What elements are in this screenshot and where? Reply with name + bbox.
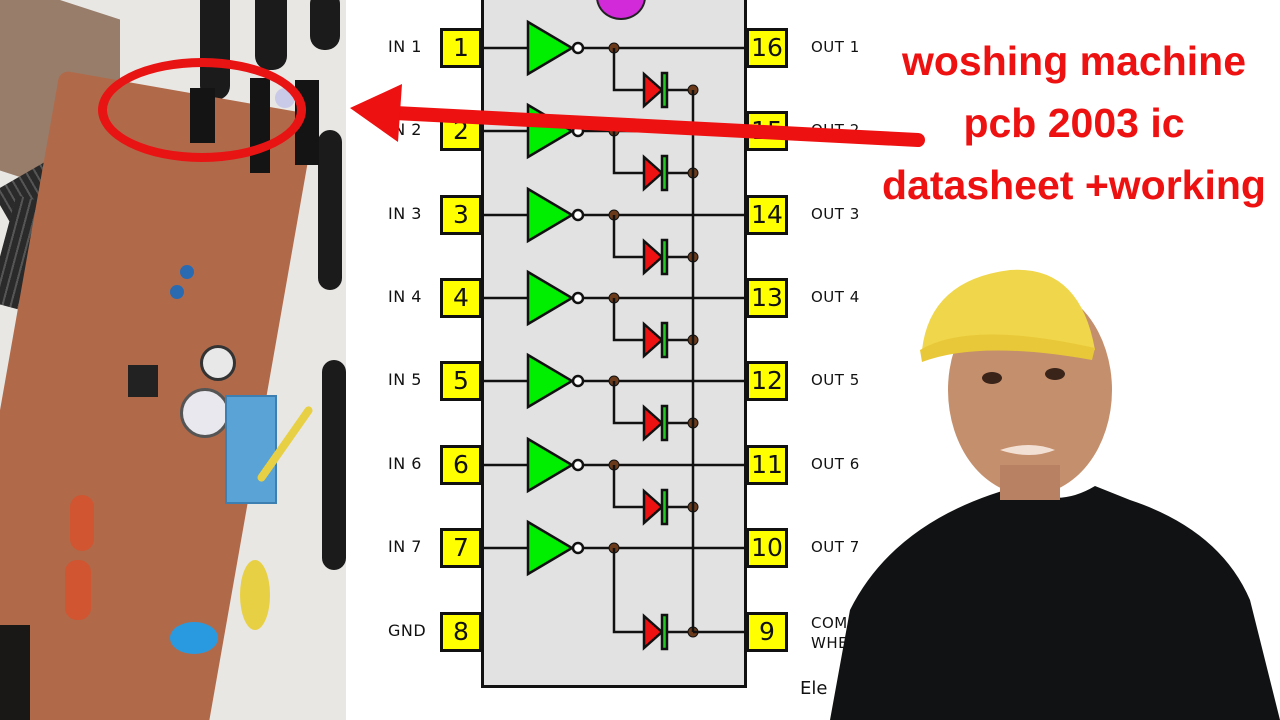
pin-8: 8: [440, 612, 482, 652]
pin-3: 3: [440, 195, 482, 235]
buffer-icon: [526, 519, 575, 577]
footer-text: Ele: [800, 678, 828, 699]
pcb-photo: [0, 0, 346, 720]
pin-4: 4: [440, 278, 482, 318]
diode-icon: [642, 613, 664, 651]
internal-circuit: [482, 19, 747, 651]
pin-12: 12: [746, 361, 788, 401]
pin-6: 6: [440, 445, 482, 485]
pin-7: 7: [440, 528, 482, 568]
pin-label-9-line2: WHE: [811, 634, 849, 652]
pin-label-2: IN 2: [388, 120, 422, 139]
pin-label-1: IN 1: [388, 37, 422, 56]
buffer-icon: [526, 186, 575, 244]
pin-15: 15: [746, 111, 788, 151]
relay: [225, 395, 277, 504]
pin-10: 10: [746, 528, 788, 568]
title-line-3: datasheet +working: [882, 162, 1266, 208]
thumbnail-title: woshing machine pcb 2003 ic datasheet +w…: [868, 30, 1280, 216]
highlight-ring: [98, 58, 306, 162]
pin-label-8: GND: [388, 621, 427, 640]
uln2003-pinout-diagram: 1 IN 1 2 IN 2 3 IN 3 4 IN 4 5 IN 5 6 IN 6 7 IN 7 8 GND 1…: [346, 0, 866, 720]
presenter: [830, 269, 1280, 720]
buffer-icon: [526, 102, 575, 160]
diode-icon: [642, 488, 664, 526]
pin-label-12: OUT 5: [811, 371, 860, 389]
pin-label-6: IN 6: [388, 454, 422, 473]
diode-icon: [642, 154, 664, 192]
diode-icon: [642, 238, 664, 276]
pin-label-10: OUT 7: [811, 538, 860, 556]
pin-11: 11: [746, 445, 788, 485]
buffer-icon: [526, 19, 575, 77]
pin-16: 16: [746, 28, 788, 68]
pin-13: 13: [746, 278, 788, 318]
pin-label-14: OUT 3: [811, 205, 860, 223]
pin-label-3: IN 3: [388, 204, 422, 223]
diode-icon: [642, 71, 664, 109]
title-line-2: pcb 2003 ic: [963, 100, 1185, 146]
pin-5: 5: [440, 361, 482, 401]
pin-9: 9: [746, 612, 788, 652]
title-line-1: woshing machine: [902, 38, 1246, 84]
pin-label-5: IN 5: [388, 370, 422, 389]
pin-1: 1: [440, 28, 482, 68]
pin-label-13: OUT 4: [811, 288, 860, 306]
buffer-icon: [526, 352, 575, 410]
yellow-cap: [922, 269, 1095, 350]
pin-label-16: OUT 1: [811, 38, 860, 56]
pin-label-15: OUT 2: [811, 121, 860, 139]
diode-icon: [642, 321, 664, 359]
buffer-icon: [526, 436, 575, 494]
pin-2: 2: [440, 111, 482, 151]
pin-label-4: IN 4: [388, 287, 422, 306]
pin-label-11: OUT 6: [811, 455, 860, 473]
black-shirt: [830, 485, 1280, 720]
pin-label-9: COM: [811, 614, 848, 632]
pin-label-7: IN 7: [388, 537, 422, 556]
buffer-icon: [526, 269, 575, 327]
diode-icon: [642, 404, 664, 442]
pin-14: 14: [746, 195, 788, 235]
